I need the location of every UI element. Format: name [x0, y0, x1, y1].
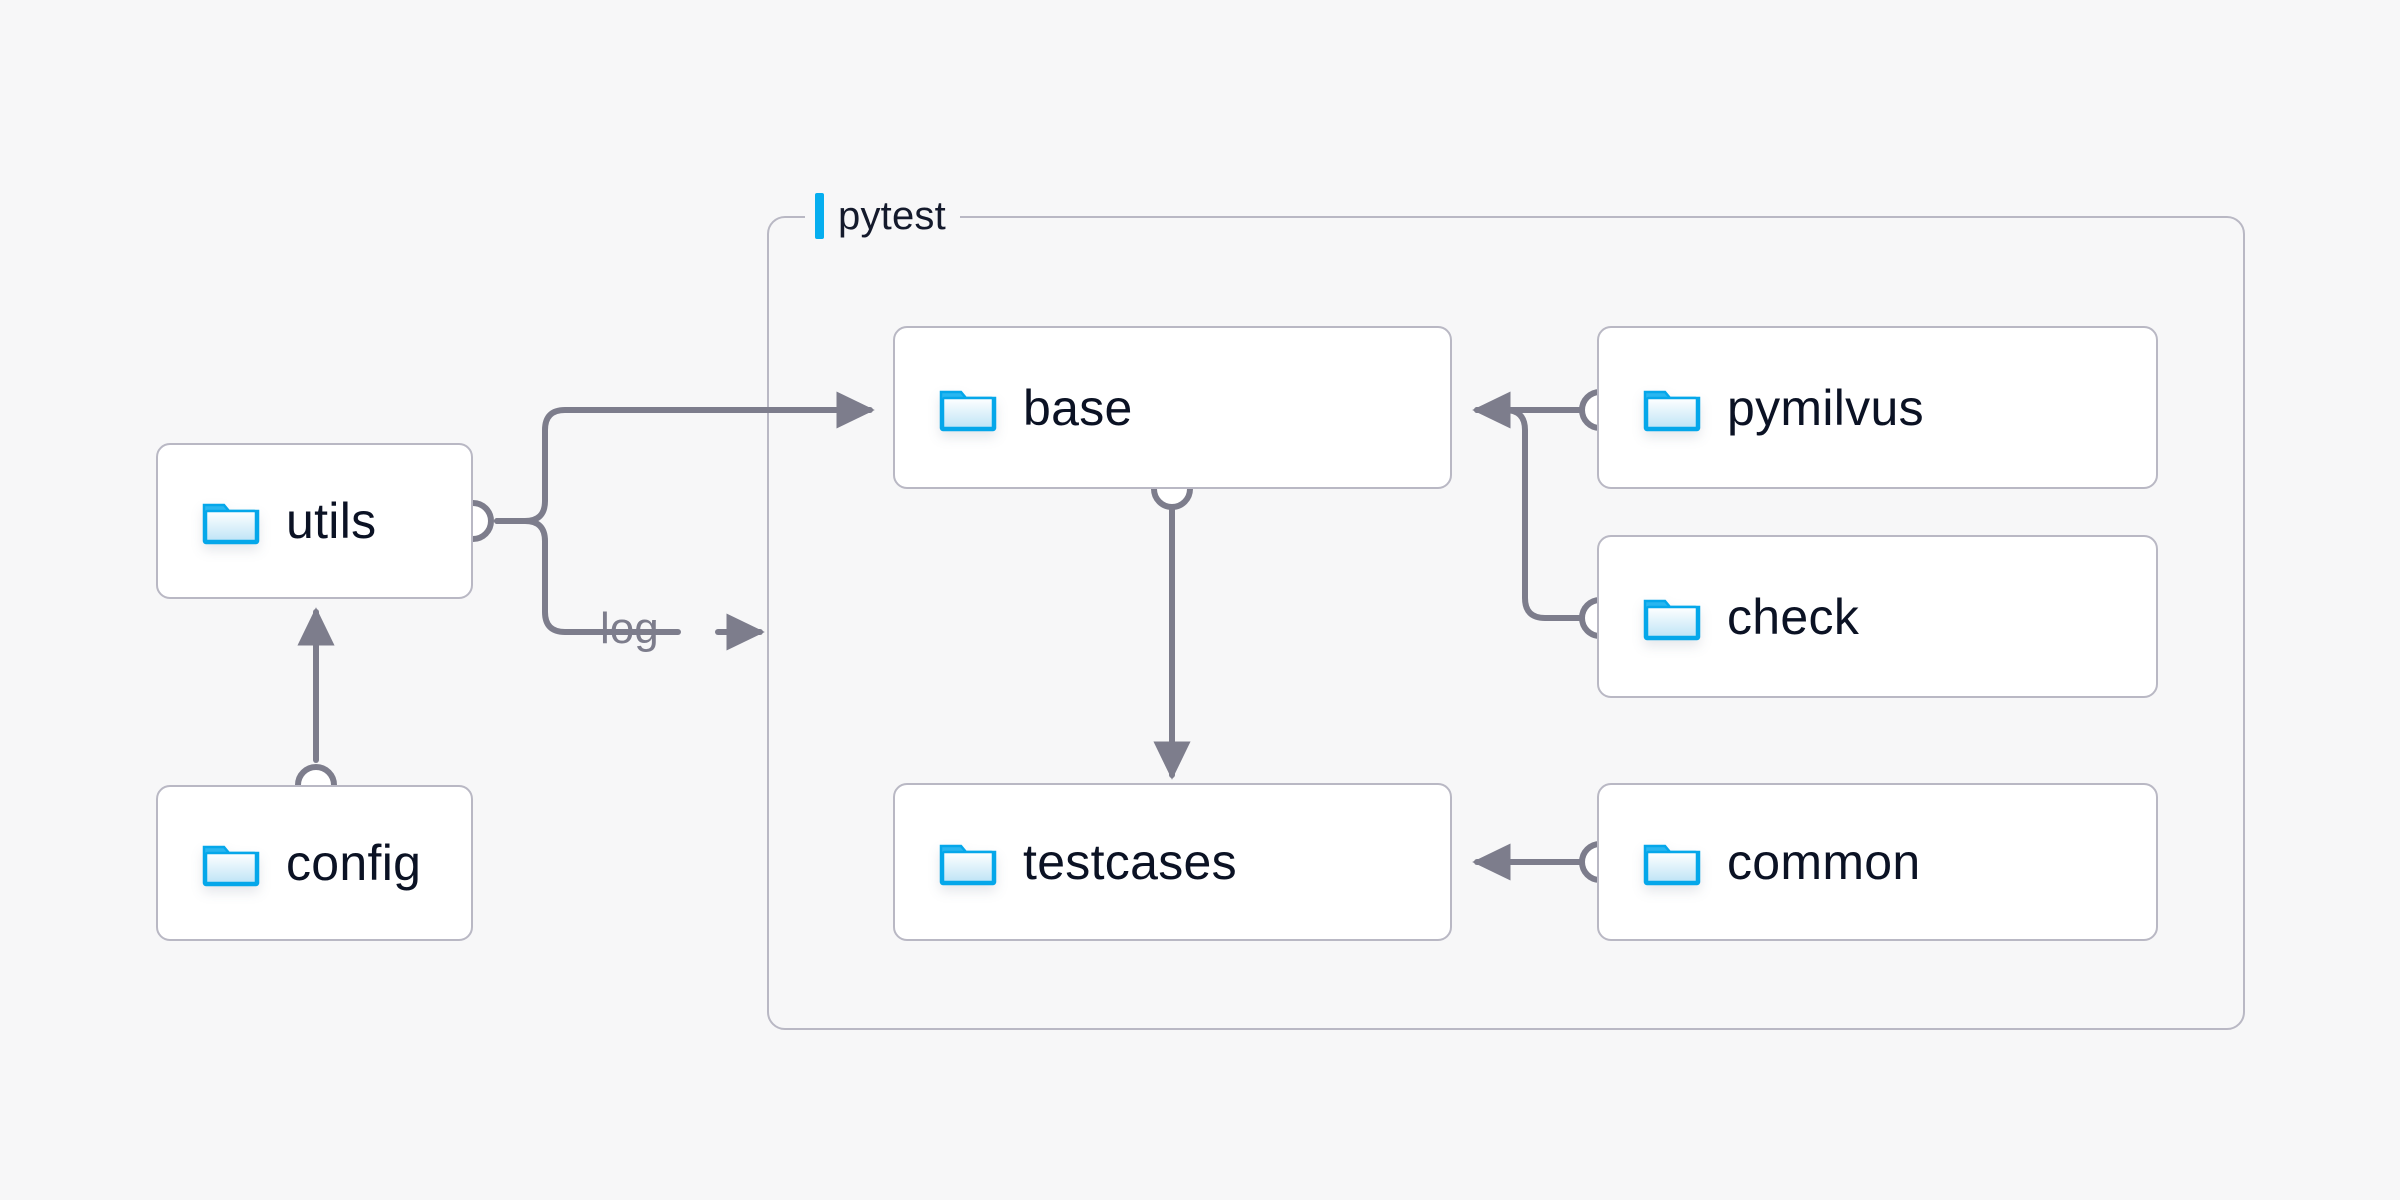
folder-icon: [202, 839, 260, 887]
group-pytest-label-text: pytest: [838, 194, 946, 238]
accent-bar-icon: [815, 193, 824, 239]
node-pymilvus-label: pymilvus: [1727, 379, 1924, 436]
node-utils[interactable]: utils: [156, 443, 473, 599]
node-common-label: common: [1727, 834, 1921, 890]
node-config-label: config: [286, 835, 422, 891]
edge-label-log-text: log: [600, 604, 659, 653]
group-pytest-label: pytest: [805, 193, 960, 239]
folder-icon: [1643, 384, 1701, 432]
folder-icon: [1643, 593, 1701, 641]
node-config[interactable]: config: [156, 785, 473, 941]
edge-config-utils: [295, 607, 337, 806]
edge-label-log: log: [600, 604, 659, 654]
folder-icon: [939, 384, 997, 432]
node-testcases[interactable]: testcases: [893, 783, 1452, 941]
node-base-label: base: [1023, 379, 1133, 436]
node-common[interactable]: common: [1597, 783, 2158, 941]
folder-icon: [202, 497, 260, 545]
node-utils-label: utils: [286, 493, 377, 549]
folder-icon: [939, 838, 997, 886]
node-base[interactable]: base: [893, 326, 1452, 489]
group-pytest: [767, 216, 2245, 1030]
node-pymilvus[interactable]: pymilvus: [1597, 326, 2158, 489]
node-testcases-label: testcases: [1023, 834, 1237, 890]
node-check[interactable]: check: [1597, 535, 2158, 698]
node-check-label: check: [1727, 588, 1860, 645]
folder-icon: [1643, 838, 1701, 886]
